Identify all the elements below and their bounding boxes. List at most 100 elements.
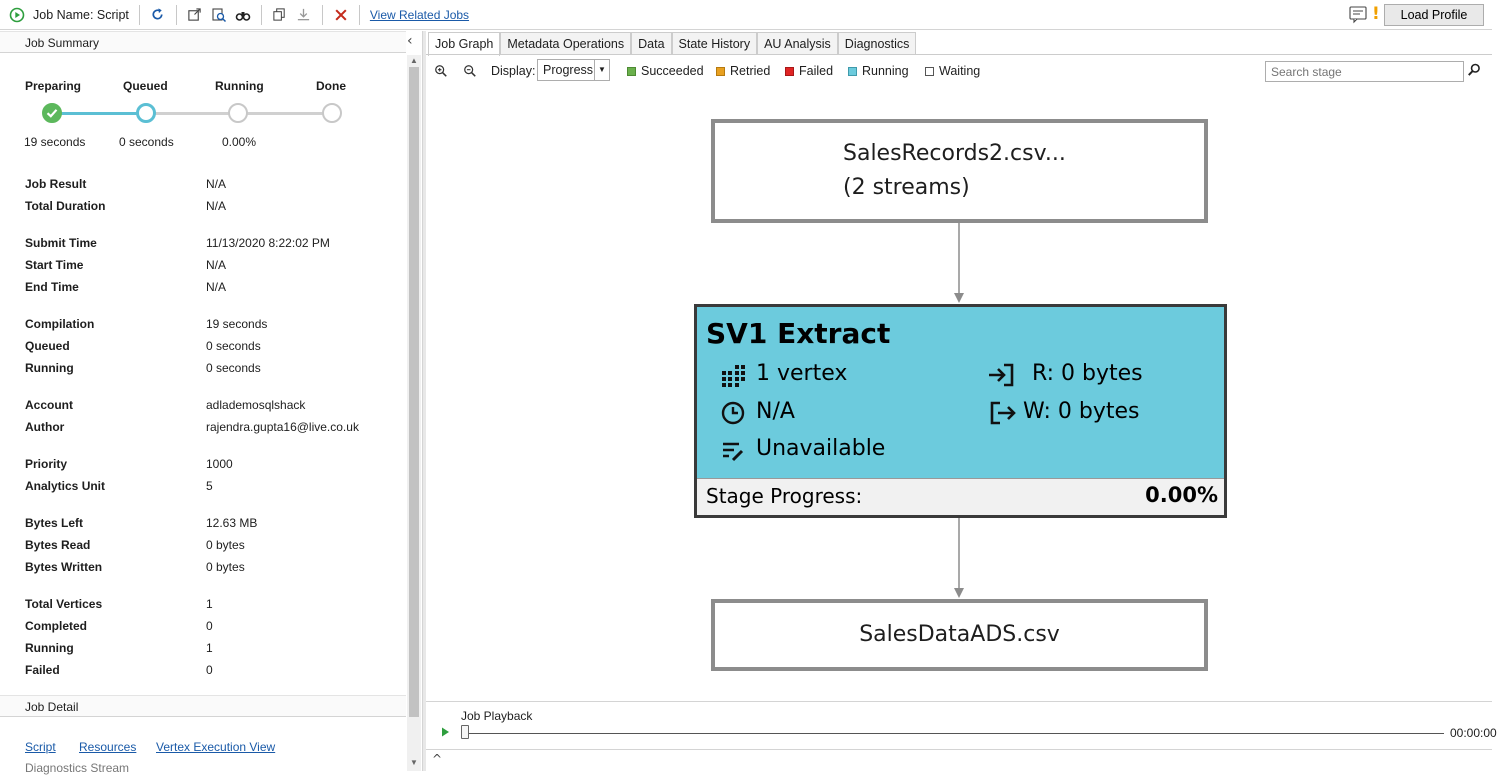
job-summary-header[interactable]: Job Summary: [0, 31, 406, 53]
total-vertices-label: Total Vertices: [25, 597, 103, 611]
submit-time-value: 11/13/2020 8:22:02 PM: [206, 236, 330, 250]
collapse-left-panel-icon[interactable]: ‹: [407, 33, 413, 49]
vertex-execution-view-link[interactable]: Vertex Execution View: [156, 740, 276, 754]
author-value: rajendra.gupta16@live.co.uk: [206, 420, 359, 434]
playback-slider-track[interactable]: [464, 733, 1444, 734]
tab-job-graph[interactable]: Job Graph: [428, 32, 501, 56]
binoculars-icon[interactable]: [234, 6, 252, 24]
job-playback-label: Job Playback: [461, 709, 533, 723]
zoom-in-icon[interactable]: [434, 64, 448, 81]
playback-slider-thumb[interactable]: [461, 725, 469, 739]
author-label: Author: [25, 420, 65, 434]
chevron-down-icon[interactable]: ▼: [594, 60, 609, 80]
compilation-value: 19 seconds: [206, 317, 268, 331]
tab-diagnostics[interactable]: Diagnostics: [837, 32, 917, 55]
submit-time-label: Submit Time: [25, 236, 97, 250]
stage-title: SV1 Extract: [706, 317, 891, 350]
stage-vertices: 1 vertex: [756, 361, 848, 386]
toolbar-separator: [321, 4, 323, 25]
failed-value: 0: [206, 663, 213, 677]
play-circle-icon[interactable]: [8, 6, 26, 24]
scroll-up-arrow-icon[interactable]: ▲: [410, 56, 418, 65]
view-related-jobs-link[interactable]: View Related Jobs: [369, 7, 470, 22]
priority-label: Priority: [25, 457, 68, 471]
left-panel-scroll-thumb[interactable]: [409, 67, 419, 717]
edge-stage-to-output-arrowhead-icon: [954, 588, 964, 598]
read-input-icon: [988, 363, 1014, 390]
legend-swatch-failed: [785, 66, 794, 76]
job-name-label: Job Name: Script: [33, 7, 129, 22]
legend-retried: Retried: [716, 64, 770, 78]
panel-splitter[interactable]: [422, 31, 426, 771]
input-node[interactable]: SalesRecords2.csv... (2 streams): [711, 119, 1208, 223]
account-value: adlademosqlshack: [206, 398, 306, 412]
job-detail-header[interactable]: Job Detail: [0, 695, 406, 717]
stage-node-sv1-extract[interactable]: SV1 Extract 1 vertex N/A Unavailable: [694, 304, 1227, 518]
legend-failed: Failed: [785, 64, 833, 78]
feedback-icon[interactable]: [1349, 6, 1367, 26]
load-profile-button[interactable]: Load Profile: [1384, 4, 1484, 26]
start-time-label: Start Time: [25, 258, 84, 272]
job-result-label: Job Result: [25, 177, 87, 191]
total-duration-label: Total Duration: [25, 199, 106, 213]
running-vertices-value: 1: [206, 641, 213, 655]
download-icon[interactable]: [295, 6, 313, 24]
tab-data[interactable]: Data: [631, 32, 672, 55]
script-link[interactable]: Script: [25, 740, 56, 754]
search-stage-input[interactable]: [1265, 61, 1464, 82]
running-vertices-label: Running: [25, 641, 74, 655]
stage-progress-value: 0.00%: [1145, 483, 1218, 507]
vertices-grid-icon: [721, 364, 745, 391]
start-time-value: N/A: [206, 258, 227, 272]
display-select-value: Progress: [543, 63, 594, 77]
account-label: Account: [25, 398, 73, 412]
tab-state-history[interactable]: State History: [671, 32, 758, 55]
job-playback-bar: Job Playback 00:00:00: [426, 701, 1497, 749]
tab-metadata-operations[interactable]: Metadata Operations: [500, 32, 632, 55]
tab-au-analysis[interactable]: AU Analysis: [757, 32, 838, 55]
stage-progress-label: Stage Progress:: [706, 484, 863, 508]
left-panel-scrollbar[interactable]: ▲ ▼: [407, 55, 421, 771]
analytics-unit-value: 5: [206, 479, 213, 493]
search-doc-icon[interactable]: [210, 6, 228, 24]
running-time-value: 0 seconds: [206, 361, 261, 375]
stage-done-circle-icon: [322, 103, 342, 123]
chevron-up-icon[interactable]: ^: [432, 752, 443, 766]
legend-label-failed: Failed: [799, 64, 834, 78]
running-time-label: Running: [25, 361, 74, 375]
stage-progress-bar: Stage Progress: 0.00%: [697, 478, 1224, 515]
completed-value: 0: [206, 619, 213, 633]
progress-line-complete: [52, 112, 146, 115]
refresh-icon[interactable]: [149, 6, 167, 24]
stage-bytes-written: W: 0 bytes: [1023, 399, 1140, 424]
stage-label-preparing: Preparing: [25, 79, 82, 93]
resources-link[interactable]: Resources: [79, 740, 137, 754]
bytes-written-value: 0 bytes: [206, 560, 245, 574]
toolbar-separator: [260, 4, 262, 25]
job-graph-canvas[interactable]: SalesRecords2.csv... (2 streams) SV1 Ext…: [426, 87, 1492, 701]
diagnostics-stream-label[interactable]: Diagnostics Stream: [25, 761, 130, 775]
display-label: Display:: [491, 64, 536, 78]
end-time-value: N/A: [206, 280, 227, 294]
display-select[interactable]: Progress ▼: [537, 59, 610, 81]
bytes-written-label: Bytes Written: [25, 560, 103, 574]
queued-value: 0 seconds: [206, 339, 261, 353]
graph-edges: [954, 223, 964, 598]
output-node[interactable]: SalesDataADS.csv: [711, 599, 1208, 671]
toolbar-separator: [358, 4, 360, 25]
legend-swatch-succeeded: [627, 66, 636, 76]
play-icon[interactable]: [441, 726, 450, 740]
toolbar-separator: [138, 4, 140, 25]
cancel-icon[interactable]: [332, 6, 350, 24]
zoom-out-icon[interactable]: [463, 64, 477, 81]
open-external-icon[interactable]: [186, 6, 204, 24]
legend-label-waiting: Waiting: [939, 64, 981, 78]
search-icon[interactable]: [1467, 63, 1481, 80]
copy-icon[interactable]: [271, 6, 289, 24]
legend-label-retried: Retried: [730, 64, 771, 78]
job-result-value: N/A: [206, 177, 227, 191]
playback-time: 00:00:00: [1450, 726, 1497, 740]
tab-strip-border: [426, 54, 1492, 55]
scroll-down-arrow-icon[interactable]: ▼: [410, 758, 418, 767]
warning-icon[interactable]: !: [1372, 4, 1380, 24]
